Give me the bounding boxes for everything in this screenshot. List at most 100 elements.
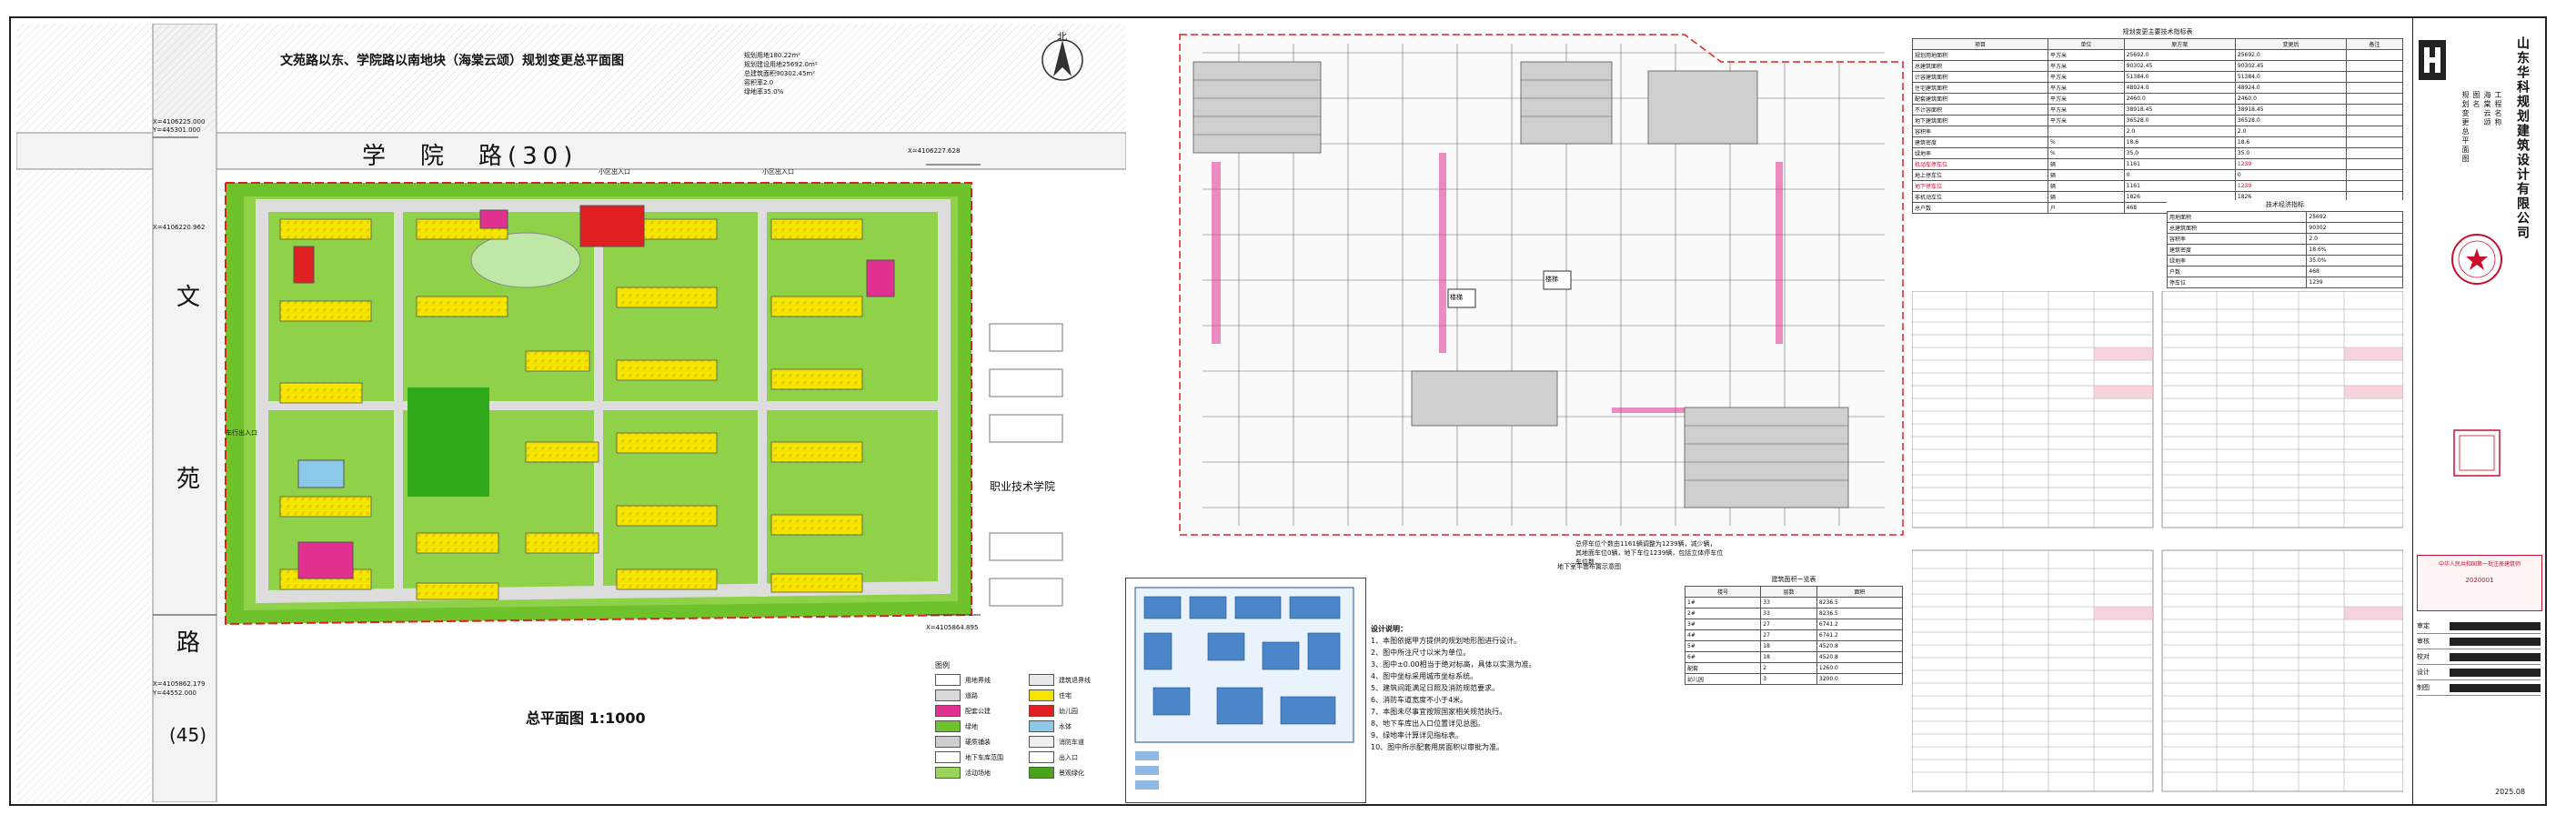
west-road-char-3: 路 [176,629,201,657]
legend-item: 道路 [935,688,1023,703]
note-line: 6、消防车道宽度不小于4米。 [1371,696,1468,704]
legend-swatch [1029,767,1054,779]
legend-swatch [1029,705,1054,717]
legend-item: 绿地 [935,719,1023,734]
north-road-label: 学 院 路(30) [362,143,579,170]
legend-swatch [935,720,961,732]
entrance-label: 车行出入口 [226,429,257,437]
indicator-tables-grid [1912,291,2403,792]
key-plan-drawing [1134,587,1354,790]
coord-label: Y=445301.000 [153,126,201,134]
note-line: 8、地下车库出入口位置详见总图。 [1371,719,1485,728]
role-row: 设计 [2417,665,2541,680]
legend-swatch [1029,751,1054,763]
entrance-label: 小区出入口 [762,168,794,176]
legend-swatch [1029,689,1054,701]
table-header: 层数 [1760,586,1817,598]
basement-subcaption: 地下室平面布置示意图 [1557,563,1621,570]
legend: 图例 用地界线 建筑退界线 道路 住宅 配套公建 幼儿园 绿地 水体 硬质铺装 … [935,660,1117,797]
note-line: 7、本图未尽事宜按照国家相关规范执行。 [1371,708,1507,716]
basement-plan-drawing [1179,34,1904,536]
role-row: 校对 [2417,649,2541,665]
legend-item: 水体 [1029,719,1117,734]
legend-item: 建筑退界线 [1029,672,1117,688]
table-header: 备注 [2346,38,2403,50]
stair-label: 楼梯 [1450,294,1463,301]
table-header: 楼号 [1684,586,1762,598]
site-plan-title: 文苑路以东、学院路以南地块（海棠云颂）规划变更总平面图 [280,54,624,68]
table-title: 技术经济指标 [2266,201,2304,208]
north-arrow-label: 北 [1057,31,1067,43]
basement-caption: 总停车位个数由1161辆调整为1239辆，减少辆， 其地面车位0辆，地下车位12… [1575,539,1723,567]
summary-line: 容积率2.0 [744,79,774,86]
legend-swatch [1029,674,1054,686]
role-row: 审核 [2417,634,2541,649]
west-road-char-1: 文 [176,284,201,311]
coord-label: X=4106220.962 [153,224,206,231]
role-row: 制图 [2417,680,2541,696]
approval-stamp: 中华人民共和国第一批注册建筑师 2020001 [2417,555,2542,611]
note-line: 10、图中所示配套用房面积以审批为准。 [1371,743,1504,751]
drawing-date: 2025.08 [2495,788,2526,796]
approval-label: 中华人民共和国第一批注册建筑师 [2438,561,2521,568]
roles-list: 审定 审核 校对 设计 制图 [2417,619,2541,696]
legend-item: 景观绿化 [1029,765,1117,780]
legend-item: 消防车道 [1029,734,1117,749]
table-header: 单位 [2048,38,2125,50]
note-line: 9、绿地率计算详见指标表。 [1371,731,1464,739]
legend-swatch [935,705,961,717]
legend-item: 配套公建 [935,703,1023,719]
table-header: 变更后 [2234,38,2348,50]
legend-swatch [1029,720,1054,732]
site-plan-panel: 文苑路以东、学院路以南地块（海棠云颂）规划变更总平面图 学 院 路(30) 文 … [16,24,1126,802]
drawing-sheet: 文苑路以东、学院路以南地块（海棠云颂）规划变更总平面图 学 院 路(30) 文 … [9,16,2547,806]
legend-title: 图例 [935,661,950,669]
basement-plan-panel: 楼梯 楼梯 总停车位个数由1161辆调整为1239辆，减少辆， 其地面车位0辆，… [1139,25,1907,571]
legend-swatch [935,736,961,748]
coord-label: X=4106225.000 [153,118,206,126]
coord-label: X=4105862.179 [153,680,206,688]
table-title: 建筑面积一览表 [1771,576,1816,583]
legend-item: 出入口 [1029,749,1117,765]
title-block: 山东华科规划建筑设计有限公司 工程名称 海棠云颂 图名 规划变更总平面图 中华人… [2412,18,2545,804]
note-line: 2、图中所注尺寸以米为单位。 [1371,649,1471,657]
legend-item: 地下车库范围 [935,749,1023,765]
table-title: 规划变更主要技术指标表 [2122,28,2193,35]
design-notes: 设计说明： 1、本图依据甲方提供的规划地形图进行设计。 2、图中所注尺寸以米为单… [1371,623,1680,753]
legend-item: 幼儿园 [1029,703,1117,719]
summary-line: 规划用地180.22m² [744,52,801,59]
basement-caption-line: 总停车位个数由1161辆调整为1239辆，减少辆， [1575,540,1716,548]
title-sub-line: 规划变更总平面图 [2461,91,2470,164]
coord-label: X=4106227.628 [908,147,961,155]
second-seal [2453,429,2501,477]
summary-block: 规划用地180.22m² 规划建设用地25692.0m² 总建筑面积90302.… [744,51,818,96]
table-header: 面积 [1816,586,1904,598]
legend-swatch [1029,736,1054,748]
legend-swatch [935,767,961,779]
legend-item: 硬质铺装 [935,734,1023,749]
summary-line: 绿地率35.0% [744,88,784,96]
